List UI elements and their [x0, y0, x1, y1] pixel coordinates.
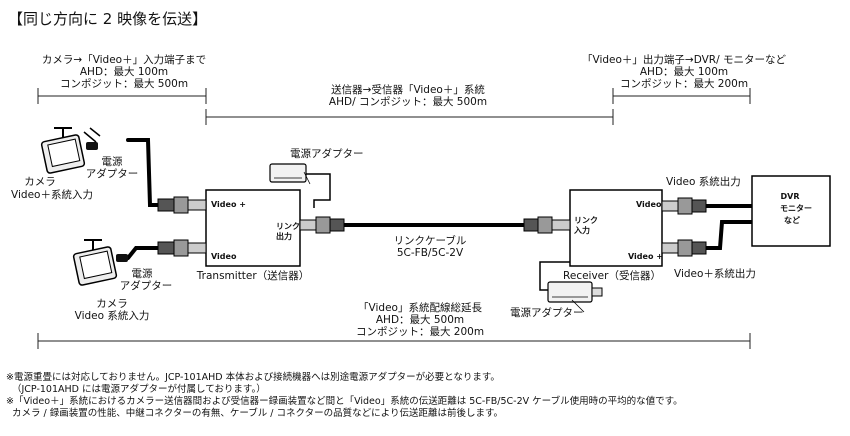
camera-top-power2: アダプター — [85, 168, 139, 180]
cables — [126, 138, 754, 260]
rx-port-video-plus: Video + — [628, 252, 663, 261]
camera-top-label2: Video＋系統入力 — [11, 189, 93, 201]
note-3: ※「Video＋」系統におけるカメラー送信器間および受信器ー録画装置など間と「V… — [6, 396, 683, 407]
tx-link-label1: リンク — [276, 222, 300, 231]
bnc-rx-link-in — [523, 216, 571, 234]
note-1: ※電源重畳には対応しておりません。JCP-101AHD 本体および接続機器へは別… — [6, 372, 500, 383]
camera-top-icon — [40, 127, 101, 174]
note-2: （JCP-101AHD には電源アダプターが付属しております。） — [12, 384, 266, 395]
dvr-label3: など — [784, 216, 800, 225]
power-cords — [306, 173, 573, 291]
range-bottom-line1: 「Video」系統配線総延長 — [358, 302, 482, 314]
bnc-connectors — [157, 196, 707, 257]
note-4: カメラ / 録画装置の性能、中継コネクターの有無、ケーブル / コネクターの品質… — [12, 408, 504, 419]
range-top-left-line2: AHD：最大 100m — [79, 66, 169, 78]
tx-power-cord — [306, 173, 331, 208]
rx-port-video: Video — [636, 200, 662, 209]
tx-port-video: Video — [211, 252, 237, 261]
bnc-tx-videoplus-in — [157, 196, 207, 214]
camera-bottom-icon — [72, 239, 128, 286]
dvr-label2: モニター — [780, 204, 812, 213]
rx-link-label2: 入力 — [574, 226, 590, 235]
dvr-label1: DVR — [780, 192, 800, 201]
range-top-left-line3: コンポジット：最大 500m — [59, 78, 189, 90]
bnc-rx-videoplus-out — [661, 239, 707, 257]
range-top-left-line1: カメラ→「Video＋」入力端子まで — [41, 54, 207, 66]
range-top-right-line1: 「Video＋」出力端子→DVR/ モニターなど — [582, 54, 786, 66]
camera-bottom-label2: Video 系統入力 — [74, 310, 150, 322]
leader-lines — [303, 171, 585, 313]
output-video-plus-label: Video＋系統出力 — [674, 268, 756, 280]
output-video-label: Video 系統出力 — [666, 176, 741, 188]
link-cable-label2: 5C-FB/5C-2V — [396, 247, 464, 259]
range-top-right-line2: AHD：最大 100m — [639, 66, 729, 78]
camera-bottom-power2: アダプター — [119, 280, 173, 292]
link-cable-label1: リンクケーブル — [393, 235, 467, 247]
camera-bottom-cable — [126, 246, 162, 260]
receiver-label: Receiver（受信器） — [563, 270, 661, 282]
range-bottom-line3: コンポジット：最大 200m — [355, 326, 485, 338]
tx-link-label2: 出力 — [276, 232, 292, 241]
rx-link-label1: リンク — [574, 216, 598, 225]
power-adapter-bottom-label: 電源アダプター — [510, 307, 584, 319]
range-middle-line1: 送信器→受信器「Video＋」系統 — [331, 84, 485, 96]
camera-top-power1: 電源 — [101, 156, 123, 168]
transmitter-box — [205, 189, 301, 267]
bnc-rx-video-out — [661, 197, 707, 215]
camera-bottom-power1: 電源 — [131, 268, 153, 280]
dvr-box — [751, 175, 831, 247]
transmitter-label: Transmitter（送信器） — [196, 270, 310, 282]
tx-power-adapter-icon — [269, 163, 307, 183]
power-adapter-top-label: 電源アダプター — [290, 148, 364, 160]
bnc-tx-link-out — [299, 216, 345, 234]
bnc-tx-video-in — [157, 239, 207, 257]
camera-top-cable — [126, 138, 162, 207]
range-top-right-line3: コンポジット：最大 200m — [619, 78, 749, 90]
range-bottom-line2: AHD：最大 500m — [375, 314, 465, 326]
rx-power-adapter-icon — [547, 281, 603, 303]
camera-bottom-label1: カメラ — [96, 298, 128, 310]
page-title: 【同じ方向に 2 映像を伝送】 — [8, 10, 208, 28]
camera-top-label1: カメラ — [24, 176, 56, 188]
range-middle-line2: AHD/ コンポジット：最大 500m — [328, 96, 488, 108]
receiver-videoplus-out-cable — [698, 220, 754, 250]
tx-port-video-plus: Video + — [211, 200, 246, 209]
range-lines — [37, 88, 751, 349]
